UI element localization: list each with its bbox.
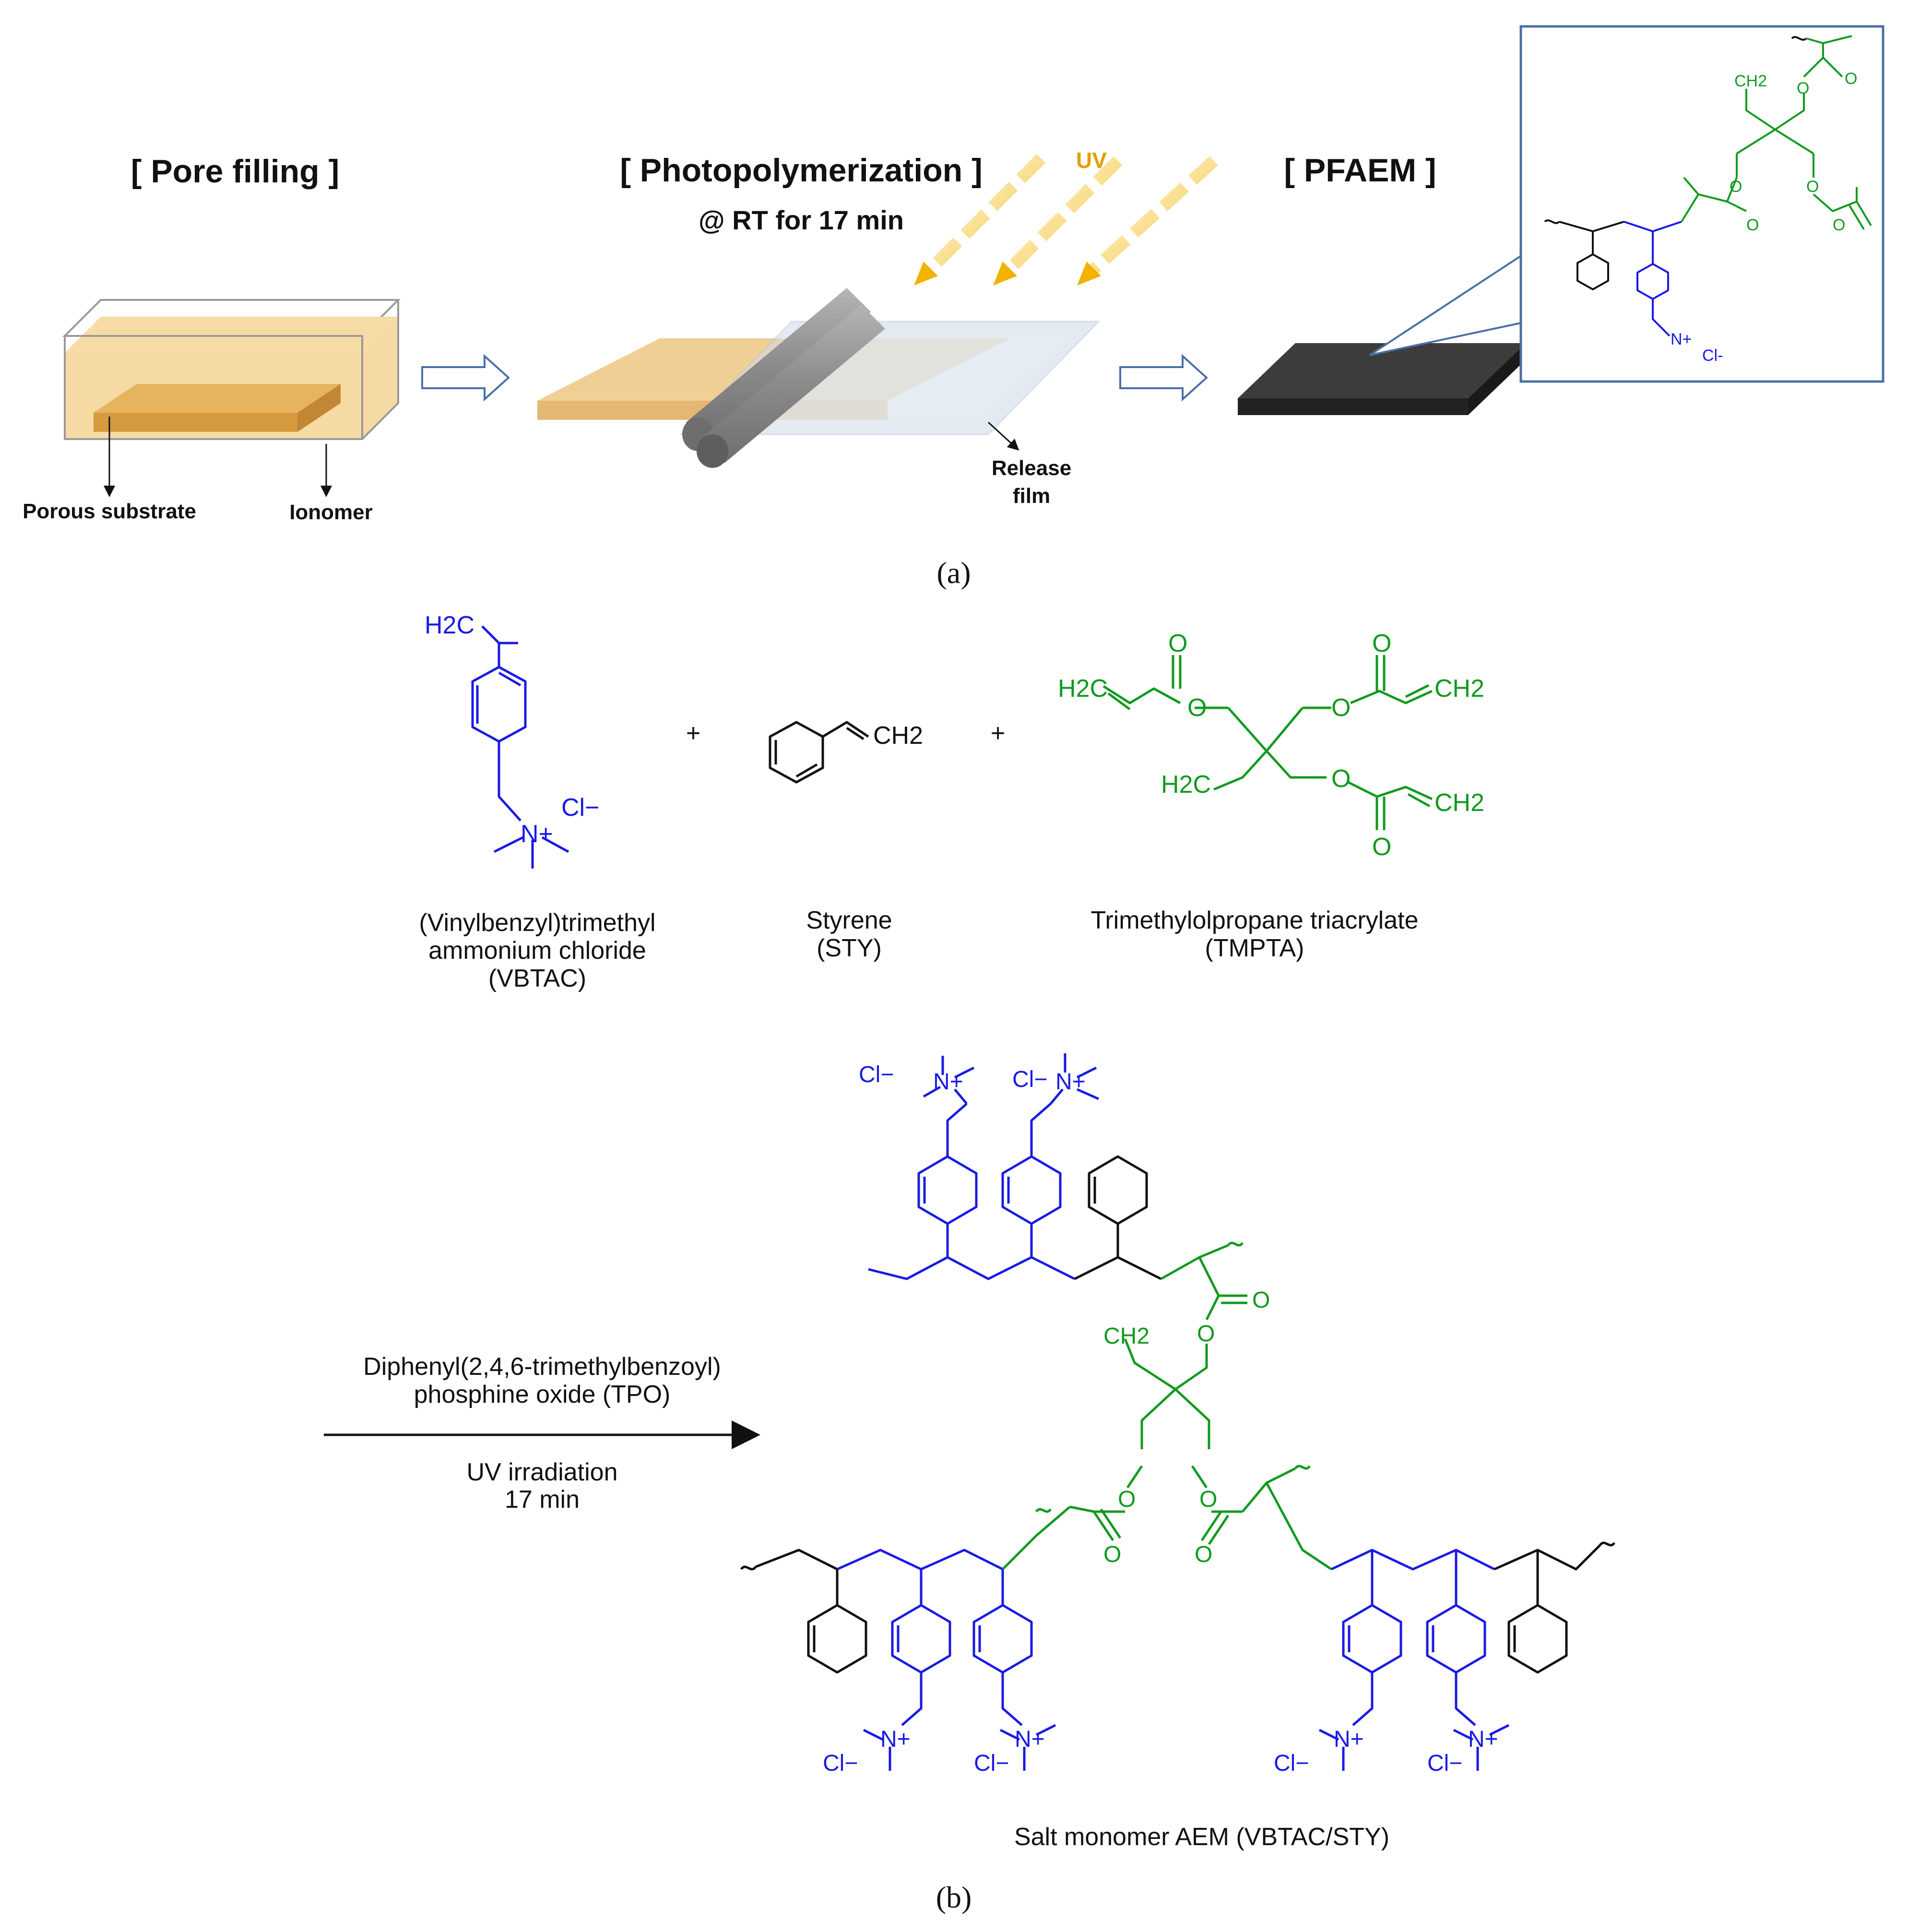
product-n-4: N+ <box>1015 1727 1045 1752</box>
styrene-name-2: (STY) <box>817 934 882 962</box>
product-cl-2: Cl− <box>1012 1067 1047 1092</box>
styrene-ch2: CH2 <box>873 722 923 750</box>
ionomer-label: Ionomer <box>289 501 373 524</box>
porous-substrate-slab <box>94 384 341 432</box>
product-o-3: O <box>1118 1487 1136 1512</box>
vbtac-name-3: (VBTAC) <box>488 965 586 992</box>
inset-ch2: CH2 <box>1734 72 1767 90</box>
product-n-1: N+ <box>933 1069 963 1095</box>
process-arrow-1 <box>421 354 510 402</box>
tmpta-name-2: (TMPTA) <box>1205 934 1304 962</box>
product-n-6: N+ <box>1468 1727 1498 1752</box>
vbtac-cl: Cl− <box>561 794 599 822</box>
product-structure: Cl− N+ Cl− N+ CH2 O O O O O O N+ Cl− N+ … <box>740 1053 1616 1851</box>
product-n-2: N+ <box>1055 1069 1086 1095</box>
vbtac-n: N+ <box>521 820 553 848</box>
tmpta-o-3: O <box>1372 630 1391 657</box>
film-label: film <box>1013 484 1050 508</box>
panel-b-monomers: H2C N+ Cl− (Vinylbenzyl)trimethyl ammoni… <box>419 611 1484 992</box>
tmpta-o-4: O <box>1331 694 1351 722</box>
condition-line-2: 17 min <box>505 1486 580 1514</box>
product-n-5: N+ <box>1334 1727 1364 1752</box>
inset-n-plus: N+ <box>1671 330 1692 348</box>
product-cl-6: Cl− <box>1427 1751 1462 1776</box>
porous-substrate-label: Porous substrate <box>23 500 196 523</box>
tmpta-h2c-top: H2C <box>1058 675 1108 703</box>
photopolymerization-title: [ Photopolymerization ] <box>620 152 983 189</box>
uv-rays: UV <box>914 148 1218 286</box>
process-arrow-2 <box>1119 354 1208 402</box>
plus-2: + <box>991 719 1005 747</box>
product-cl-5: Cl− <box>1274 1751 1309 1776</box>
tmpta-structure <box>1102 655 1433 830</box>
tmpta-o-6: O <box>1372 833 1391 861</box>
caption-b: (b) <box>936 1880 972 1914</box>
tmpta-o-1: O <box>1168 630 1187 657</box>
condition-line-1: UV irradiation <box>466 1458 617 1486</box>
pfaem-structure-inset: CH2 O O O O O O N+ Cl- <box>1519 25 1884 383</box>
inset-o2: O <box>1845 70 1857 88</box>
pfaem-membrane <box>1238 252 1526 415</box>
tmpta-o-5: O <box>1331 765 1351 793</box>
inset-o6: O <box>1833 216 1845 234</box>
inset-o4: O <box>1746 216 1759 234</box>
product-o-5: O <box>1103 1542 1121 1567</box>
vbtac-structure <box>471 625 569 869</box>
photopolymerization-setup: Release film <box>537 288 1101 508</box>
catalyst-line-2: phosphine oxide (TPO) <box>414 1381 671 1408</box>
inset-o3: O <box>1730 178 1742 196</box>
plus-1: + <box>686 719 700 747</box>
pfaem-title: [ PFAEM ] <box>1284 152 1436 189</box>
product-o-2: O <box>1197 1321 1215 1347</box>
vbtac-name-1: (Vinylbenzyl)trimethyl <box>419 909 655 937</box>
styrene-name-1: Styrene <box>806 906 892 934</box>
vbtac-name-2: ammonium chloride <box>428 937 646 965</box>
inset-o5: O <box>1806 178 1819 196</box>
tmpta-ch2-top: CH2 <box>1434 675 1484 703</box>
vbtac-h2c: H2C <box>425 611 474 639</box>
product-cl-3: Cl− <box>823 1751 858 1776</box>
styrene-structure <box>769 721 869 784</box>
tmpta-ch2-bottom: CH2 <box>1434 789 1484 817</box>
pore-filling-container: Porous substrate Ionomer <box>23 299 401 524</box>
zoom-callout <box>1369 252 1524 356</box>
reaction-arrow-group: Diphenyl(2,4,6-trimethylbenzoyl) phosphi… <box>324 1353 760 1514</box>
product-cl-4: Cl− <box>974 1751 1009 1776</box>
product-cl-1: Cl− <box>859 1062 894 1087</box>
panel-a: [ Pore filling ] [ Photopolymerization ]… <box>23 25 1884 590</box>
uv-label: UV <box>1076 148 1107 173</box>
product-name: Salt monomer AEM (VBTAC/STY) <box>1014 1823 1389 1851</box>
roller-bottom <box>697 305 885 468</box>
product-o-1: O <box>1252 1288 1270 1313</box>
inset-o1: O <box>1797 79 1809 97</box>
caption-a: (a) <box>936 556 971 590</box>
tmpta-h2c-mid: H2C <box>1161 771 1211 799</box>
inset-cl-minus: Cl- <box>1702 346 1723 365</box>
tmpta-name-1: Trimethylolpropane triacrylate <box>1090 906 1418 934</box>
pore-filling-title: [ Pore filling ] <box>131 153 339 190</box>
release-label: Release <box>992 456 1071 480</box>
product-o-6: O <box>1195 1542 1212 1567</box>
product-ch2: CH2 <box>1103 1324 1150 1349</box>
tmpta-o-2: O <box>1187 694 1207 722</box>
condition-text: @ RT for 17 min <box>699 205 904 235</box>
product-n-3: N+ <box>880 1727 911 1752</box>
product-o-4: O <box>1199 1487 1217 1512</box>
catalyst-line-1: Diphenyl(2,4,6-trimethylbenzoyl) <box>363 1353 721 1381</box>
